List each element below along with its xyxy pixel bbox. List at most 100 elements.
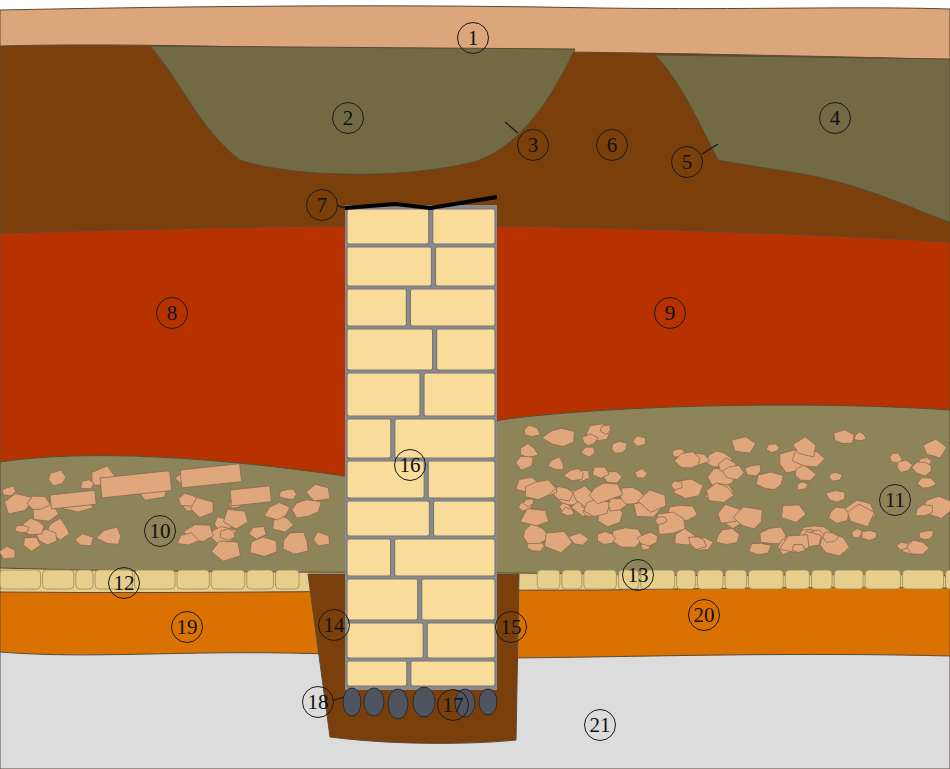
rock-fragment <box>633 436 646 446</box>
base-stone <box>413 687 435 717</box>
callout-number: 7 <box>306 189 338 221</box>
rock-fragment <box>250 537 277 557</box>
callout-number: 11 <box>879 484 911 516</box>
callout-number: 2 <box>332 102 364 134</box>
rock-fragment <box>671 481 683 490</box>
leader-line <box>505 122 518 133</box>
wall-block <box>410 289 495 326</box>
pit-fill <box>655 55 950 222</box>
rock-fragment <box>749 543 771 554</box>
paving-stone <box>725 570 747 589</box>
callout-number: 3 <box>517 129 549 161</box>
rock-fragment <box>224 509 248 529</box>
rock-fragment <box>731 437 755 453</box>
rock-fragment <box>756 472 783 490</box>
rock-fragment <box>49 470 66 486</box>
rock-fragment <box>826 491 845 502</box>
rock-fragment <box>915 505 932 516</box>
wall-block <box>422 579 495 620</box>
rock-fragment <box>523 499 534 507</box>
paving-stone <box>697 570 723 589</box>
wall-block <box>395 539 495 576</box>
rock-fragment <box>635 468 648 478</box>
rock-fragment <box>797 482 808 490</box>
callout-number: 17 <box>437 689 469 721</box>
rock-fragment <box>520 509 549 526</box>
paving-stone <box>677 570 696 589</box>
rock-fragment <box>792 544 806 552</box>
rock-fragment <box>795 465 816 481</box>
rock-fragment <box>638 490 666 512</box>
rock-fragment <box>15 525 29 532</box>
rock-fragment <box>313 532 330 546</box>
rock-fragment <box>923 439 947 458</box>
rock-fragment <box>600 425 610 435</box>
rock-fragment <box>912 462 932 476</box>
rock-fragment <box>716 529 740 545</box>
paving-stone <box>812 570 833 589</box>
rock-slab <box>50 490 96 509</box>
wall-block <box>436 247 496 286</box>
rock-fragment <box>81 480 94 489</box>
callout-number: 15 <box>495 611 527 643</box>
rock-fragment <box>897 460 913 473</box>
base-stone <box>364 688 384 716</box>
rock-fragment <box>779 535 809 553</box>
wall-block <box>437 329 495 370</box>
callout-number: 10 <box>144 515 176 547</box>
rock-fragment <box>24 537 41 551</box>
callout-number: 16 <box>394 449 426 481</box>
callout-number: 1 <box>457 22 489 54</box>
wall-top-line <box>345 197 497 208</box>
rock-fragment <box>27 496 50 510</box>
rock-fragment <box>564 469 584 481</box>
paving-stone <box>177 570 209 589</box>
paving-stone <box>785 570 809 589</box>
rock-fragment <box>733 507 762 529</box>
wall-block <box>347 289 406 326</box>
paving-stone <box>946 570 950 589</box>
rock-fragment <box>612 441 628 453</box>
rock-fragment <box>782 505 807 523</box>
rock-fragment <box>707 483 734 503</box>
rock-fragment <box>581 447 595 457</box>
rock-fragment <box>919 531 933 540</box>
rock-fragment <box>306 484 330 501</box>
wall-block <box>347 539 391 576</box>
callout-number: 8 <box>156 297 188 329</box>
paving-stone <box>903 570 944 589</box>
wall-block <box>434 501 496 536</box>
rock-fragment <box>862 530 877 540</box>
callout-number: 6 <box>596 129 628 161</box>
rock-fragment <box>96 527 120 544</box>
base-stone <box>388 689 408 719</box>
rock-fragment <box>520 444 538 458</box>
paving-stone <box>135 570 175 589</box>
rock-fragment <box>655 517 666 525</box>
rock-fragment <box>722 465 744 480</box>
rock-fragment <box>854 432 866 441</box>
paving-stone <box>247 570 274 589</box>
rock-fragment <box>220 529 235 540</box>
rock-fragment <box>689 537 707 550</box>
leader-line <box>702 144 718 154</box>
rock-fragment <box>561 507 575 515</box>
rock-fragment <box>637 532 657 546</box>
paving-stone <box>749 570 784 589</box>
wall-block <box>347 419 391 458</box>
rock-fragment <box>292 500 321 518</box>
rock-fragment <box>896 543 908 551</box>
base-stone <box>479 689 497 715</box>
rock-slab <box>100 471 172 498</box>
wall-mortar <box>345 205 497 690</box>
rock-fragment <box>525 480 556 500</box>
rock-fragment <box>793 437 816 457</box>
rock-fragment <box>834 430 854 444</box>
callout-number: 13 <box>622 559 654 591</box>
wall-block <box>347 329 433 370</box>
wall-block <box>347 661 407 686</box>
callout-number: 18 <box>302 686 334 718</box>
leader-line <box>334 697 344 700</box>
